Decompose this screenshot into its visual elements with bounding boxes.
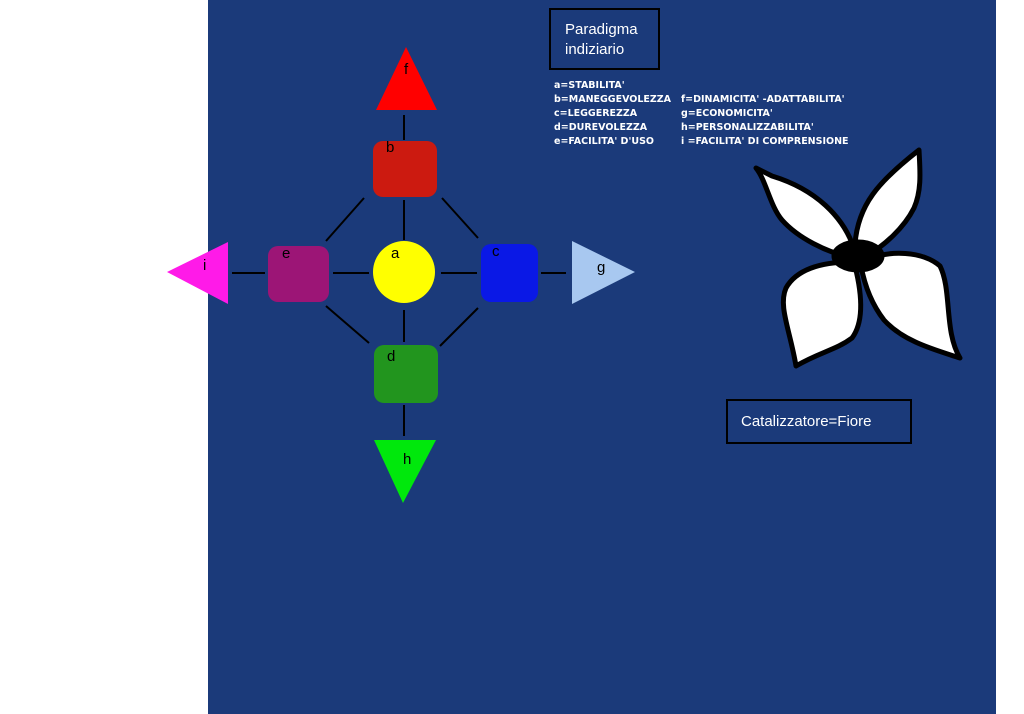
node-h-label: h	[403, 451, 411, 468]
catalyst-box: Catalizzatore=Fiore	[726, 399, 912, 444]
title-line-1: Paradigma	[565, 21, 638, 38]
flower-illustration	[753, 147, 963, 369]
node-c-label: c	[492, 243, 500, 260]
node-e-square	[268, 246, 329, 302]
node-b-square	[373, 141, 437, 197]
legend-right: f=DINAMICITA' -ADATTABILITA' g=ECONOMICI…	[681, 93, 849, 149]
connector-b-c	[441, 197, 479, 239]
node-a-label: a	[391, 245, 400, 262]
node-f-label: f	[404, 61, 409, 78]
legend-item-i: i =FACILITA' DI COMPRENSIONE	[681, 136, 849, 147]
node-i-label: i	[203, 257, 206, 274]
catalyst-label: Catalizzatore=Fiore	[741, 413, 872, 430]
connector-c-d	[439, 307, 479, 347]
node-e-label: e	[282, 245, 290, 262]
slide-background	[208, 0, 996, 714]
legend-item-b: b=MANEGGEVOLEZZA	[554, 94, 672, 105]
connector-e-d	[325, 305, 370, 344]
node-g-label: g	[597, 259, 605, 276]
connectors	[232, 115, 566, 436]
node-a-circle	[373, 241, 435, 303]
legend-item-g: g=ECONOMICITA'	[681, 108, 773, 119]
legend-item-c: c=LEGGEREZZA	[554, 108, 638, 119]
node-c-square	[481, 244, 538, 302]
flower-petal-top-left	[753, 165, 855, 261]
legend-item-d: d=DUREVOLEZZA	[554, 122, 648, 133]
node-d-square	[374, 345, 438, 403]
legend-item-f: f=DINAMICITA' -ADATTABILITA'	[681, 94, 845, 105]
node-f-triangle	[376, 47, 437, 110]
node-h-triangle	[374, 440, 436, 503]
legend-item-h: h=PERSONALIZZABILITA'	[681, 122, 814, 133]
flower-center	[831, 239, 885, 273]
flower-petal-bottom-left	[780, 259, 864, 369]
node-g-triangle	[572, 241, 635, 304]
legend-item-a: a=STABILITA'	[554, 80, 625, 91]
legend-left: a=STABILITA' b=MANEGGEVOLEZZA c=LEGGEREZ…	[554, 79, 671, 149]
node-b-label: b	[386, 139, 394, 156]
node-i-triangle	[167, 242, 228, 304]
title-box: Paradigma indiziario	[549, 8, 660, 70]
node-d-label: d	[387, 348, 395, 365]
flower-petal-bottom-right	[858, 250, 963, 361]
legend-item-e: e=FACILITA' D'USO	[554, 136, 654, 147]
flower-petal-top-right	[852, 147, 923, 259]
connector-b-e	[325, 197, 365, 242]
title-line-2: indiziario	[565, 41, 625, 58]
